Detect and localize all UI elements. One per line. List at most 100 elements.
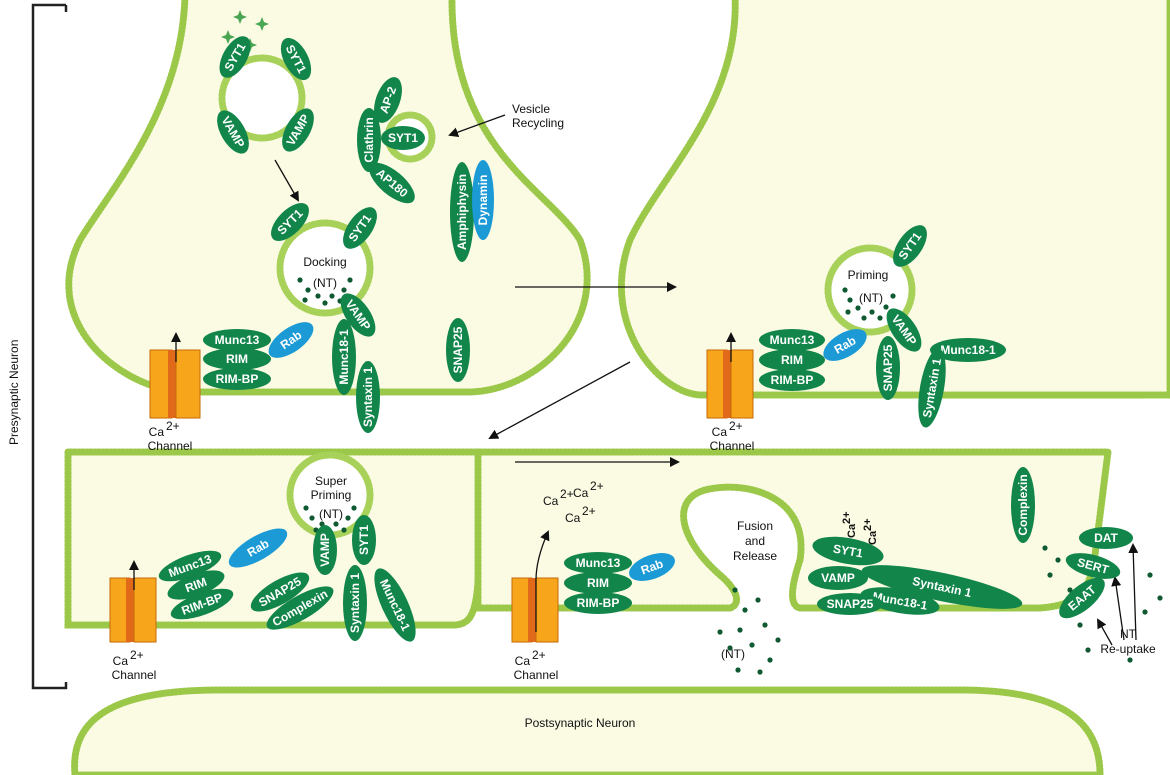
protein-label: RIM [587,576,609,590]
protein-rim: RIM [564,572,632,594]
protein-label: SNAP25 [827,597,874,611]
docking-nt-label: (NT) [313,276,337,290]
ca-charge: 2+ [166,419,180,433]
protein-label: SYT1 [357,525,371,555]
protein-label: Munc13 [576,556,621,570]
channel-text: Channel [112,668,157,682]
ca-text: Ca [515,654,531,668]
protein-label: Clathrin [362,117,376,162]
super-priming-nt-label: (NT) [319,507,343,521]
channel-text: Channel [148,439,193,453]
protein-ap2: AP-2 [374,77,402,123]
postsynaptic-membrane [71,686,1104,775]
protein-syntaxin: Syntaxin 1 [918,348,946,428]
arrow-priming-to-super-priming [488,361,631,439]
arrow-recycling [448,114,506,137]
ca-charge: 2+ [729,419,743,433]
ca-channel-4 [511,577,559,643]
protein-label: Munc18-1 [337,329,351,385]
ca-charge: 2+ [862,518,874,531]
ca-charge: 2+ [590,479,604,493]
reuptake-label-2: Re-uptake [1100,642,1156,656]
ca-ion-bound: Ca2+ [841,511,858,538]
presynaptic-bracket [31,3,68,690]
protein-syntaxin: Syntaxin 1 [343,565,367,641]
ca-text: Ca [149,425,165,439]
ca-charge: 2+ [582,504,596,518]
arrow-to-docking [274,159,299,202]
protein-label: VAMP [318,533,332,567]
ca-entry-arrow-4 [535,530,550,632]
protein-label: DAT [1094,531,1118,545]
presynaptic-label: Presynaptic Neuron [7,340,21,445]
arrow-reuptake-sert [1111,576,1125,641]
reuptake-label-1: NT [1120,627,1137,641]
protein-label: Munc13 [770,333,815,347]
channel-text: Channel [514,668,559,682]
ca-text: Ca [543,494,559,508]
protein-syt1-endocytic: SYT1 [381,126,425,150]
protein-label: Amphiphysin [455,174,469,250]
protein-rim-bp: RIM-BP [759,369,825,391]
protein-amphiphysin: Amphiphysin [450,162,474,262]
arrow-reuptake-dat [1128,543,1139,641]
ca-text: Ca [846,523,858,538]
protein-vamp: VAMP [313,525,337,575]
protein-label: SYT1 [388,131,418,145]
ca-text: Ca [565,511,581,525]
vesicle-recycling-label-1: Vesicle [512,102,550,116]
vesicle-recycling-label-2: Recycling [512,116,564,130]
protein-rim: RIM [167,570,225,600]
protein-label: RIM-BP [771,373,814,387]
protein-rim-bp: RIM-BP [203,368,271,390]
protein-label: SNAP25 [451,326,465,373]
protein-clathrin: Clathrin [357,108,381,172]
ca-text: Ca [113,654,129,668]
channel-label-3: Ca 2+ Channel [112,648,157,682]
priming-nt-label: (NT) [859,291,883,305]
protein-rab: Rab [823,329,867,361]
protein-label: Complexin [1016,474,1030,535]
protein-complexin: Complexin [1011,467,1035,543]
protein-munc18: Munc18-1 [374,568,416,642]
arrow-reuptake-eaat [1097,618,1113,646]
protein-snap25: SNAP25 [446,318,470,382]
postsynaptic-label: Postsynaptic Neuron [525,716,636,730]
ca-text: Ca [573,486,589,500]
protein-dynamin: Dynamin [472,160,494,240]
protein-label: SNAP25 [881,344,895,391]
fusion-label-3: Release [733,549,777,563]
protein-snap25: SNAP25 [876,336,900,400]
protein-munc13: Munc13 [564,552,632,574]
protein-label: Munc13 [215,333,260,347]
protein-munc18: Munc18-1 [332,319,356,395]
protein-label: RIM [781,353,803,367]
protein-vamp: VAMP [808,566,868,590]
fusion-label-2: and [745,534,765,548]
channel-label-4: Ca 2+ Channel [514,648,559,682]
ca-text: Ca [712,425,728,439]
ca-text: Ca [867,530,879,545]
super-priming-label-1: Super [315,474,347,488]
protein-rim-bp: RIM-BP [564,592,632,614]
docking-label: Docking [303,255,346,269]
protein-snap25: SNAP25 [817,593,883,615]
protein-label: RIM-BP [216,372,259,386]
terminal-docking [65,0,591,396]
protein-rab: Rab [228,528,288,568]
protein-rab: Rab [629,553,675,581]
protein-syntaxin: Syntaxin 1 [356,361,380,433]
protein-sert: SERT [1065,553,1121,579]
protein-munc13: Munc13 [203,329,271,351]
nt-dots-released [717,587,781,675]
released-nt-label: (NT) [721,647,745,661]
ca-charge: 2+ [560,487,574,501]
ca-channel-2 [706,349,754,419]
protein-rim: RIM [203,348,271,370]
priming-label: Priming [848,268,889,282]
channel-label-1: Ca 2+ Channel [148,419,193,453]
